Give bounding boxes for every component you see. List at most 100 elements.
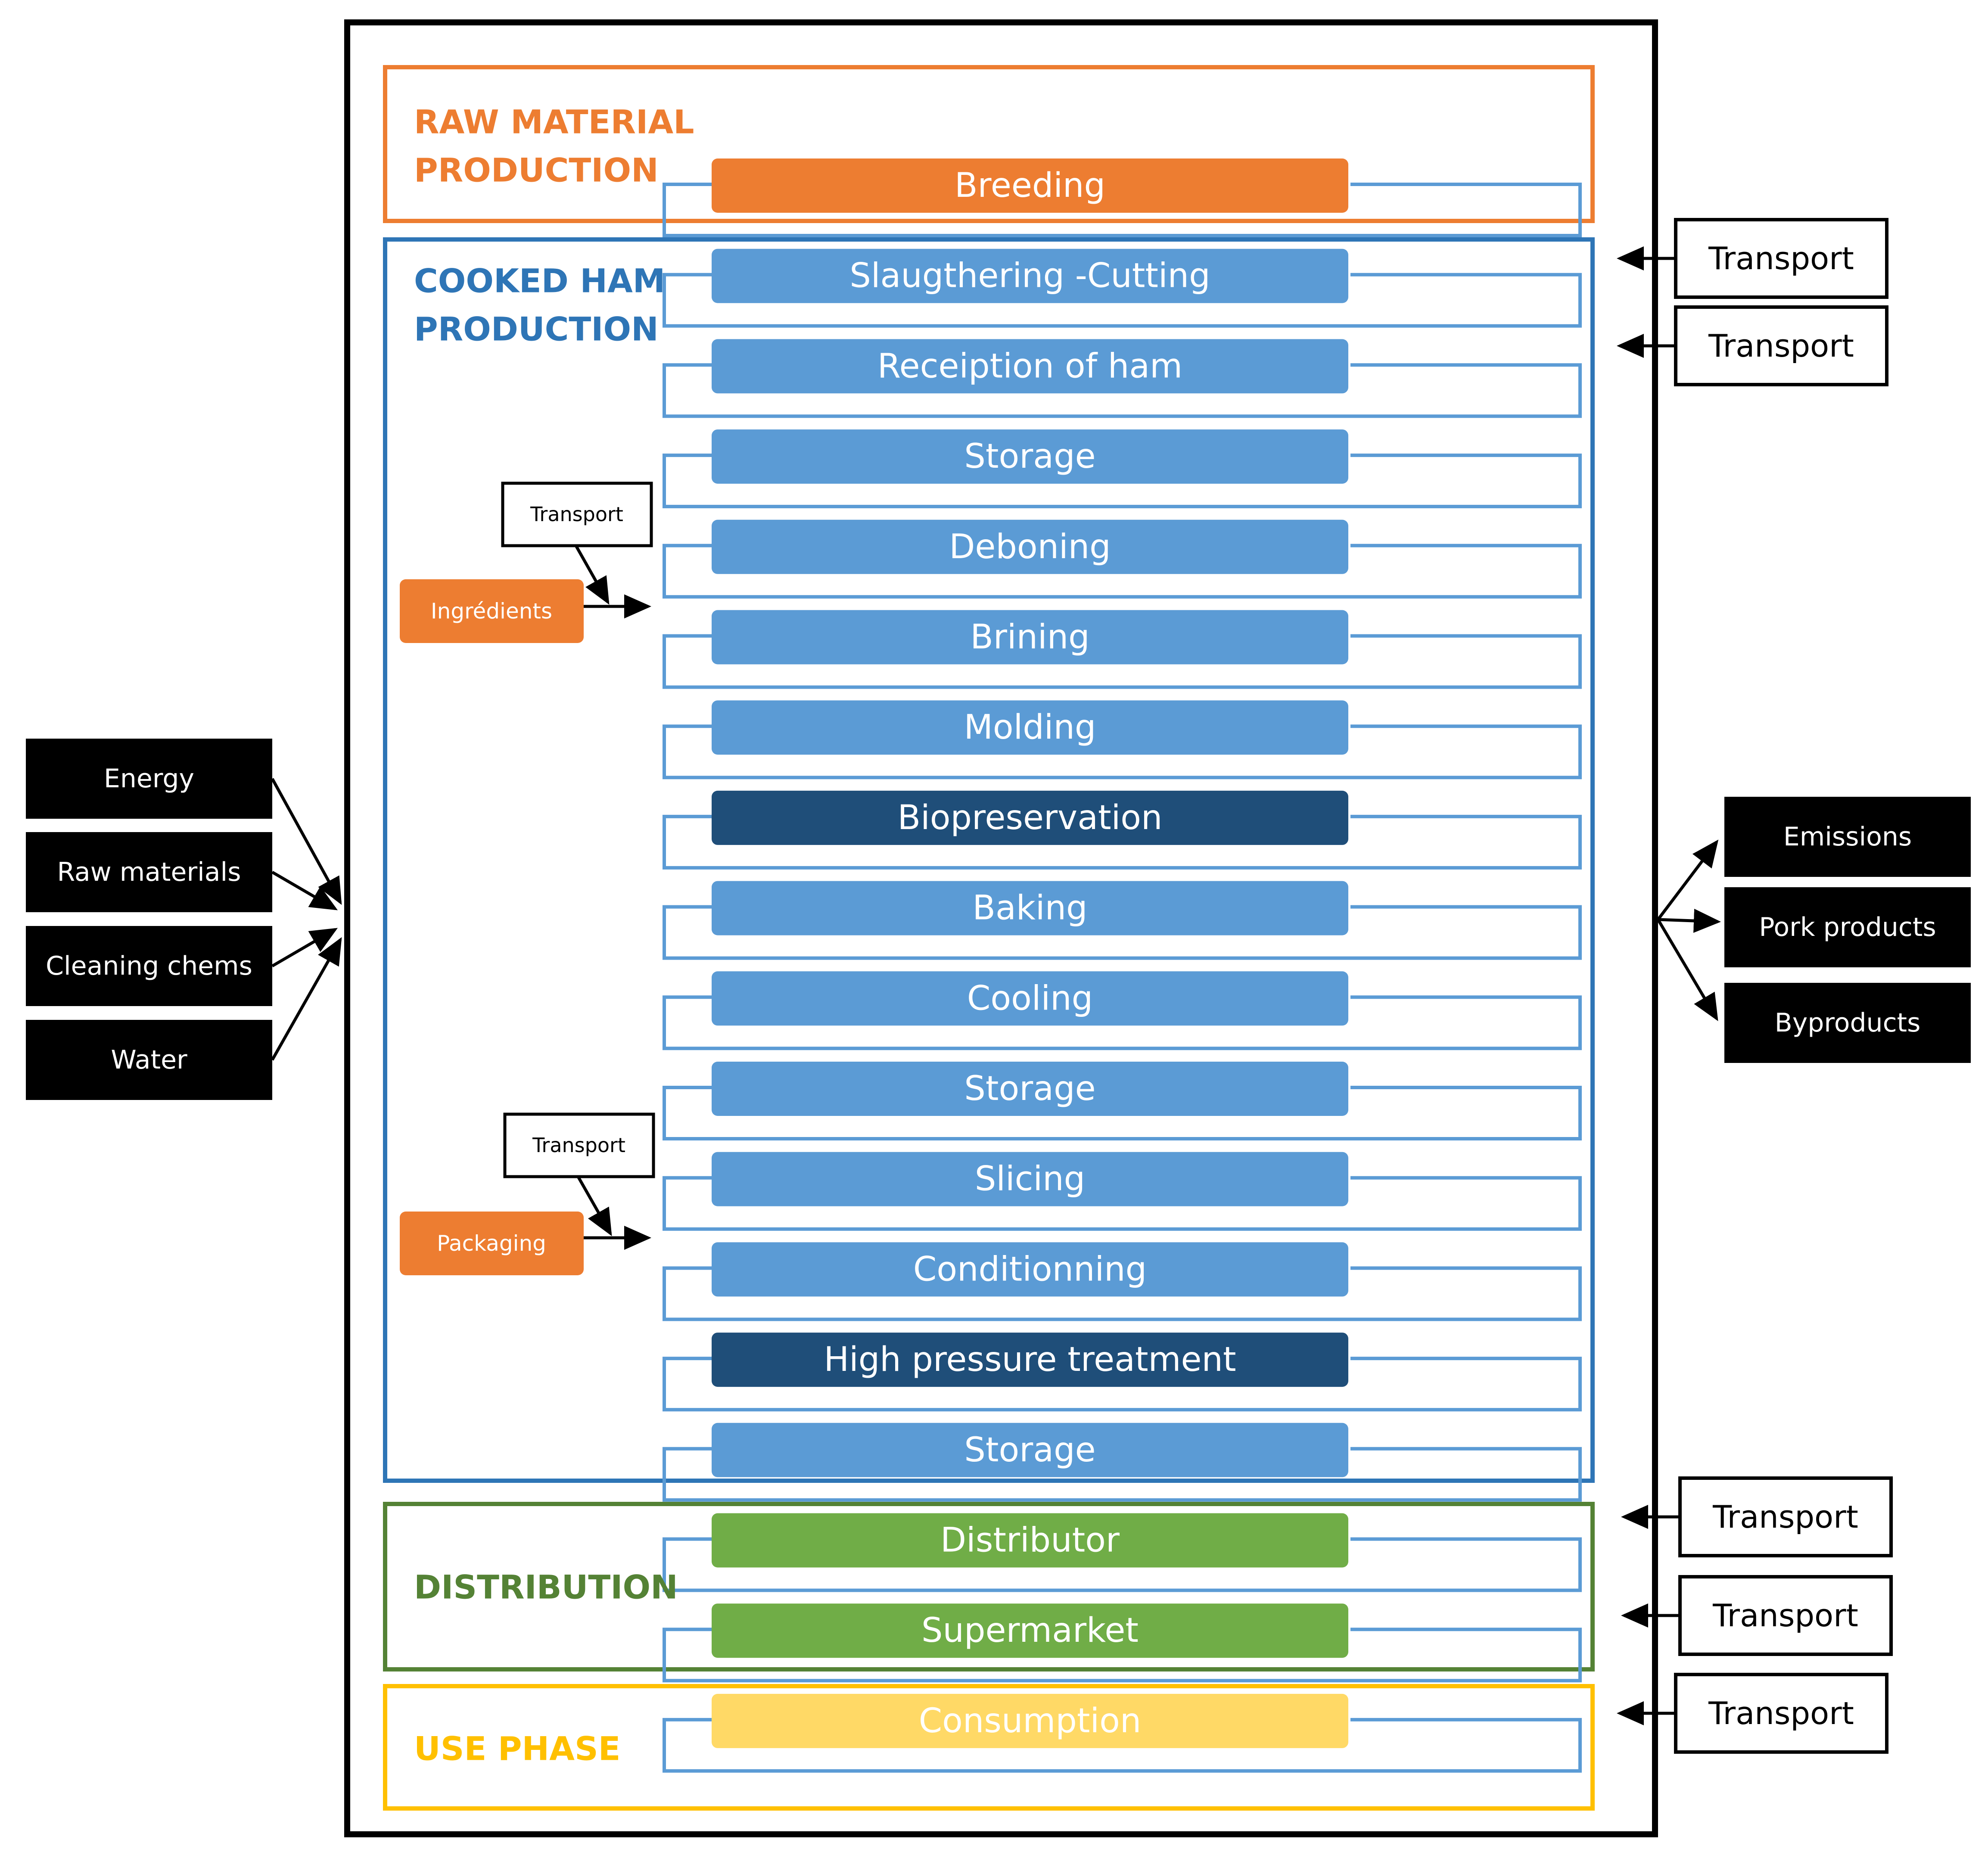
process-step-label: Slicing <box>975 1160 1085 1199</box>
stage-title-use: USE PHASE <box>414 1730 621 1768</box>
side-input-box <box>400 1212 584 1275</box>
side-input-box <box>400 579 584 643</box>
process-step-label: Breeding <box>955 166 1105 205</box>
side-input-label: Packaging <box>437 1231 546 1256</box>
input-label: Energy <box>104 764 194 794</box>
input-arrow <box>271 778 342 905</box>
input-label: Cleaning chems <box>46 951 252 981</box>
input-label: Water <box>111 1045 187 1075</box>
input-label: Raw materials <box>57 857 241 887</box>
process-step-box <box>712 610 1348 665</box>
process-step-box <box>712 700 1348 755</box>
output-label: Byproducts <box>1775 1008 1921 1038</box>
side-transport-label: Transport <box>530 503 623 526</box>
step-connector <box>663 1176 1582 1231</box>
side-transport-arrow <box>576 1176 612 1237</box>
process-step-label: Storage <box>964 1431 1095 1470</box>
step-connector <box>663 363 1582 418</box>
step-connector <box>663 814 1582 870</box>
output-arrow <box>1656 919 1718 1022</box>
process-step-box <box>712 1693 1348 1748</box>
process-step-box <box>712 339 1348 394</box>
process-step-label: Conditionning <box>913 1250 1147 1289</box>
stage-title-raw: PRODUCTION <box>414 151 659 190</box>
input-arrow <box>271 928 338 968</box>
stage-frame-raw <box>383 65 1595 223</box>
process-step-label: Molding <box>964 708 1096 747</box>
process-step-box <box>712 1603 1348 1658</box>
process-step-box <box>712 1333 1348 1387</box>
input-box <box>26 926 272 1006</box>
step-connector <box>663 273 1582 328</box>
transport-label: Transport <box>1708 328 1854 364</box>
step-connector <box>663 544 1582 599</box>
process-step-label: Supermarket <box>921 1611 1139 1650</box>
process-step-box <box>712 1242 1348 1297</box>
input-arrow <box>271 937 342 1061</box>
transport-label: Transport <box>1708 1695 1854 1731</box>
output-arrow <box>1658 909 1721 933</box>
process-step-label: Storage <box>964 437 1095 476</box>
process-step-label: Distributor <box>940 1521 1120 1560</box>
transport-box <box>1674 305 1888 386</box>
step-connector <box>663 1537 1582 1592</box>
system-boundary <box>344 19 1658 1837</box>
transport-label: Transport <box>1708 240 1854 277</box>
stage-title-ham: COOKED HAM <box>414 262 665 300</box>
process-step-box <box>712 519 1348 574</box>
side-transport-box <box>503 1112 655 1178</box>
step-connector <box>663 634 1582 689</box>
process-step-label: Cooling <box>967 979 1093 1018</box>
transport-label: Transport <box>1712 1499 1858 1535</box>
process-step-box <box>712 881 1348 935</box>
process-step-label: Receiption of ham <box>877 347 1182 385</box>
output-arrow <box>1657 839 1719 921</box>
process-step-label: Consumption <box>919 1702 1142 1740</box>
input-box <box>26 739 272 819</box>
transport-box <box>1674 1673 1888 1754</box>
output-label: Emissions <box>1783 822 1912 852</box>
step-connector <box>663 1266 1582 1321</box>
process-step-label: High pressure treatment <box>824 1340 1236 1379</box>
process-step-label: Brining <box>970 618 1089 657</box>
process-step-label: Baking <box>972 889 1087 928</box>
process-step-box <box>712 1423 1348 1477</box>
process-step-label: Deboning <box>949 528 1111 566</box>
step-connector <box>663 1357 1582 1412</box>
stage-title-ham: PRODUCTION <box>414 310 659 348</box>
process-step-box <box>712 790 1348 845</box>
side-transport-arrow <box>574 545 610 605</box>
process-step-box <box>712 158 1348 213</box>
stage-frame-dist <box>383 1502 1595 1671</box>
side-input-label: Ingrédients <box>431 599 552 624</box>
step-connector <box>663 1447 1582 1502</box>
step-connector <box>663 183 1582 237</box>
transport-box <box>1678 1476 1893 1557</box>
output-box <box>1724 983 1971 1063</box>
process-step-box <box>712 1152 1348 1206</box>
stage-frame-ham <box>383 237 1595 1483</box>
stage-title-raw: RAW MATERIAL <box>414 103 694 141</box>
process-step-box <box>712 1062 1348 1116</box>
process-step-label: Storage <box>964 1069 1095 1108</box>
process-step-box <box>712 971 1348 1026</box>
step-connector <box>663 724 1582 780</box>
step-connector <box>663 1086 1582 1140</box>
output-box <box>1724 887 1971 967</box>
input-box <box>26 832 272 912</box>
process-step-box <box>712 249 1348 303</box>
stage-title-dist: DISTRIBUTION <box>414 1568 678 1606</box>
output-label: Pork products <box>1759 912 1936 942</box>
stage-frame-use <box>383 1684 1595 1811</box>
step-connector <box>663 454 1582 509</box>
process-step-box <box>712 429 1348 484</box>
input-box <box>26 1020 272 1100</box>
process-step-label: Slaugthering -Cutting <box>849 257 1210 295</box>
output-box <box>1724 797 1971 877</box>
input-arrow <box>271 870 338 910</box>
step-connector <box>663 905 1582 960</box>
transport-label: Transport <box>1712 1597 1858 1634</box>
step-connector <box>663 1628 1582 1683</box>
side-transport-label: Transport <box>532 1134 625 1157</box>
